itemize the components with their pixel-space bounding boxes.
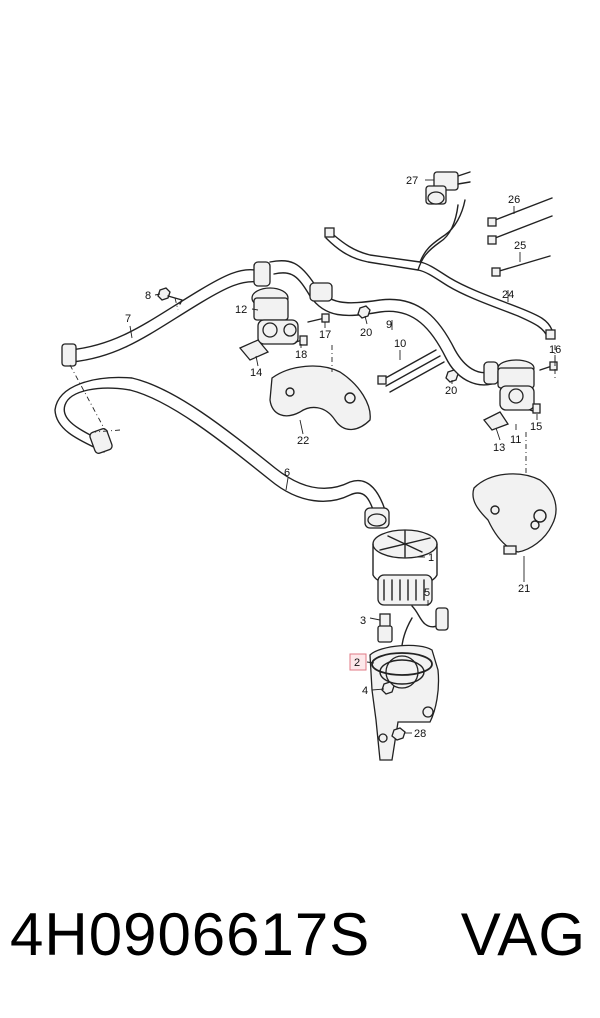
callout-6: 6 bbox=[284, 467, 290, 479]
callout-25: 25 bbox=[514, 240, 526, 252]
callout-4: 4 bbox=[362, 685, 368, 697]
hose-9 bbox=[269, 259, 499, 386]
cable-tie-25 bbox=[491, 255, 551, 277]
nut-4 bbox=[381, 681, 395, 695]
bolt-18 bbox=[295, 335, 308, 346]
nut-20a bbox=[357, 305, 371, 319]
parts-diagram: 1 2 3 4 5 6 7 8 9 10 11 12 13 14 15 16 1… bbox=[54, 171, 561, 761]
callout-12: 12 bbox=[235, 304, 247, 316]
bolt-16 bbox=[539, 361, 558, 371]
solenoid-valve-27 bbox=[425, 171, 471, 205]
gasket-13 bbox=[482, 411, 509, 431]
callout-18: 18 bbox=[295, 349, 307, 361]
cable-ties-10 bbox=[377, 349, 445, 393]
connector-3 bbox=[377, 613, 393, 643]
vacuum-line-24 bbox=[324, 199, 556, 340]
callout-16: 16 bbox=[549, 344, 561, 356]
nut-20b bbox=[445, 369, 459, 383]
hose-6 bbox=[54, 376, 390, 529]
cable-ties-26 bbox=[487, 197, 553, 245]
callout-13: 13 bbox=[493, 442, 505, 454]
callout-17: 17 bbox=[319, 329, 331, 341]
callout-20a: 20 bbox=[360, 327, 372, 339]
callout-11: 11 bbox=[510, 434, 521, 446]
callout-21: 21 bbox=[518, 583, 530, 595]
brand-label: VAG bbox=[460, 901, 586, 968]
wiring-5 bbox=[400, 605, 449, 661]
callout-28: 28 bbox=[414, 728, 426, 740]
heat-shield-21 bbox=[472, 473, 557, 553]
callout-14: 14 bbox=[250, 367, 262, 379]
callout-3: 3 bbox=[360, 615, 366, 627]
gasket-2 bbox=[371, 652, 433, 676]
callout-26: 26 bbox=[508, 194, 520, 206]
hose-7 bbox=[61, 261, 271, 367]
part-number: 4H0906617S bbox=[10, 901, 371, 968]
callout-22: 22 bbox=[297, 435, 309, 447]
nut-8 bbox=[157, 287, 183, 305]
heat-shield-22 bbox=[269, 365, 371, 431]
footer: 4H0906617S VAG bbox=[0, 895, 600, 985]
air-pump-1 bbox=[372, 529, 438, 606]
mounting-bracket bbox=[369, 644, 440, 761]
bolt-17 bbox=[307, 313, 330, 323]
callout-9: 9 bbox=[386, 319, 392, 331]
callout-20b: 20 bbox=[445, 385, 457, 397]
callout-15: 15 bbox=[530, 421, 542, 433]
bolt-28 bbox=[391, 727, 406, 741]
callout-27: 27 bbox=[406, 175, 418, 187]
bolt-15 bbox=[529, 403, 541, 414]
callout-24: 24 bbox=[502, 289, 514, 301]
valve-12 bbox=[251, 287, 299, 345]
callout-8: 8 bbox=[145, 290, 151, 302]
valve-11 bbox=[497, 359, 535, 411]
callout-2-highlight bbox=[349, 653, 367, 671]
callout-1: 1 bbox=[428, 552, 434, 564]
callout-5: 5 bbox=[424, 587, 430, 599]
callout-7: 7 bbox=[125, 313, 131, 325]
callout-2: 2 bbox=[354, 657, 360, 669]
gasket-14 bbox=[238, 339, 270, 361]
callout-10: 10 bbox=[394, 338, 406, 350]
leader-lines bbox=[129, 179, 556, 734]
